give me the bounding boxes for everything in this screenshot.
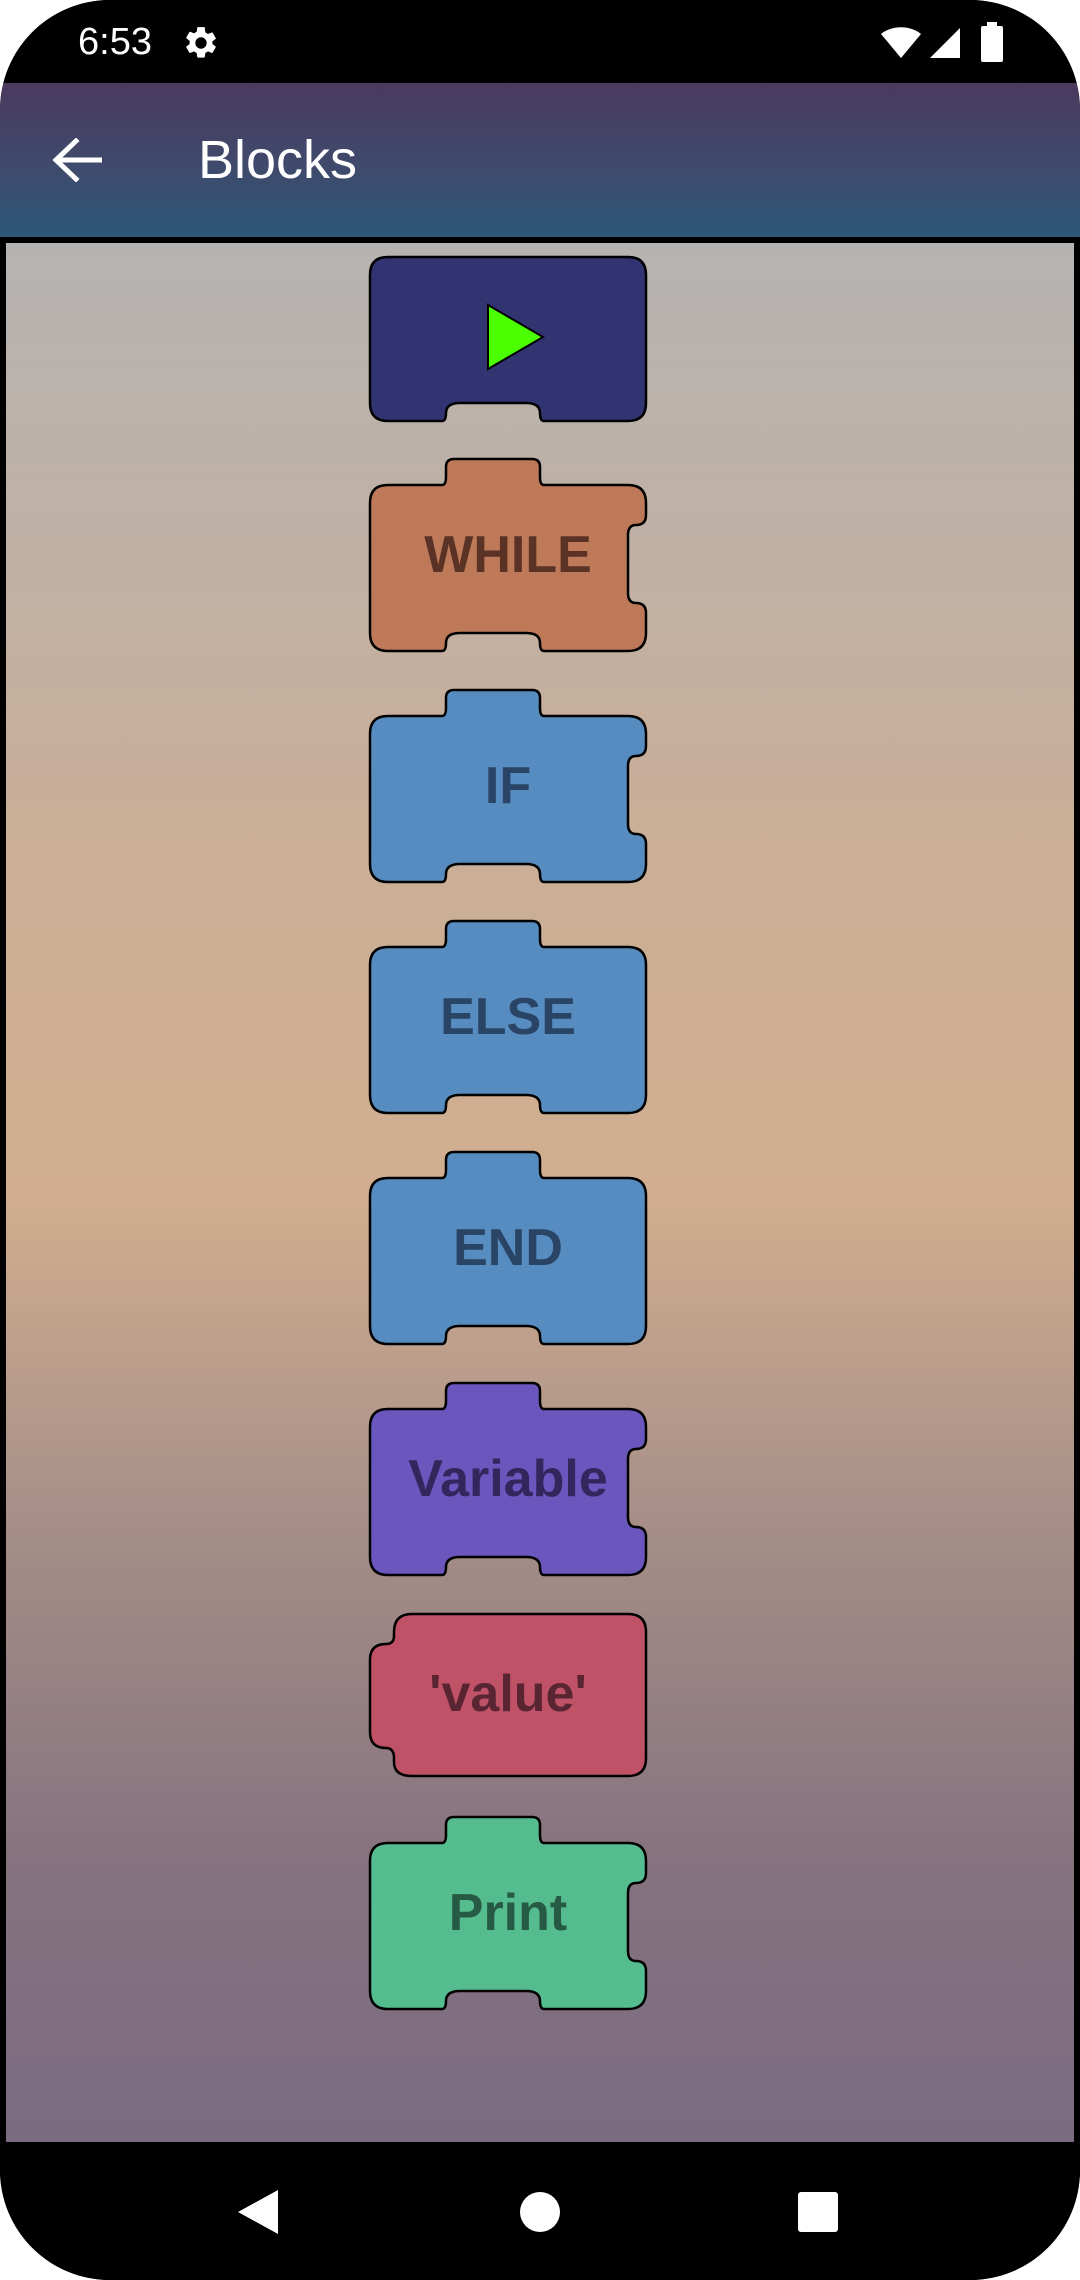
end-block[interactable]: END bbox=[368, 1150, 648, 1346]
back-triangle-icon[interactable] bbox=[228, 2182, 288, 2242]
end-block-shape bbox=[368, 1150, 648, 1346]
value-block-body bbox=[368, 1612, 648, 1778]
print-block[interactable]: Print bbox=[368, 1815, 648, 2011]
while-block-body bbox=[368, 457, 648, 653]
battery-icon bbox=[981, 22, 1003, 62]
settings-gear-icon bbox=[186, 27, 216, 58]
play-icon bbox=[487, 303, 545, 371]
home-circle-icon[interactable] bbox=[510, 2182, 570, 2242]
else-block-shape bbox=[368, 919, 648, 1115]
else-block-label: ELSE bbox=[440, 988, 576, 1046]
print-block-shape bbox=[368, 1815, 648, 2011]
print-block-body bbox=[368, 1815, 648, 2011]
else-block-body bbox=[368, 919, 648, 1115]
while-block-shape bbox=[368, 457, 648, 653]
while-block[interactable]: WHILE bbox=[368, 457, 648, 653]
start-block-shape bbox=[368, 255, 648, 423]
recents-square-icon[interactable] bbox=[788, 2182, 848, 2242]
variable-block-shape bbox=[368, 1381, 648, 1577]
app-bar-divider bbox=[0, 237, 1080, 243]
value-block[interactable]: 'value' bbox=[368, 1612, 648, 1780]
variable-block-label: Variable bbox=[408, 1450, 608, 1508]
page-title: Blocks bbox=[198, 130, 358, 190]
value-block-shape bbox=[368, 1612, 648, 1778]
block-palette: WHILE IF ELSE END Va bbox=[6, 243, 1074, 2142]
status-bar: 6:53 bbox=[0, 0, 1080, 83]
status-time: 6:53 bbox=[78, 21, 152, 63]
navigation-bar bbox=[0, 2142, 1080, 2280]
if-block[interactable]: IF bbox=[368, 688, 648, 884]
variable-block-body bbox=[368, 1381, 648, 1577]
print-block-label: Print bbox=[448, 1884, 568, 1942]
back-button[interactable] bbox=[40, 123, 114, 197]
else-block[interactable]: ELSE bbox=[368, 919, 648, 1115]
if-block-shape bbox=[368, 688, 648, 884]
end-block-body bbox=[368, 1150, 648, 1346]
app-bar: Blocks bbox=[0, 83, 1080, 237]
variable-block[interactable]: Variable bbox=[368, 1381, 648, 1577]
value-block-label: 'value' bbox=[429, 1665, 587, 1723]
end-block-label: END bbox=[453, 1219, 563, 1277]
cell-signal-icon bbox=[930, 28, 960, 58]
if-block-label: IF bbox=[484, 757, 532, 815]
if-block-body bbox=[368, 688, 648, 884]
while-block-label: WHILE bbox=[424, 526, 592, 584]
start-block[interactable] bbox=[368, 255, 648, 425]
arrow-left-icon bbox=[52, 138, 102, 182]
wifi-icon bbox=[881, 27, 921, 58]
